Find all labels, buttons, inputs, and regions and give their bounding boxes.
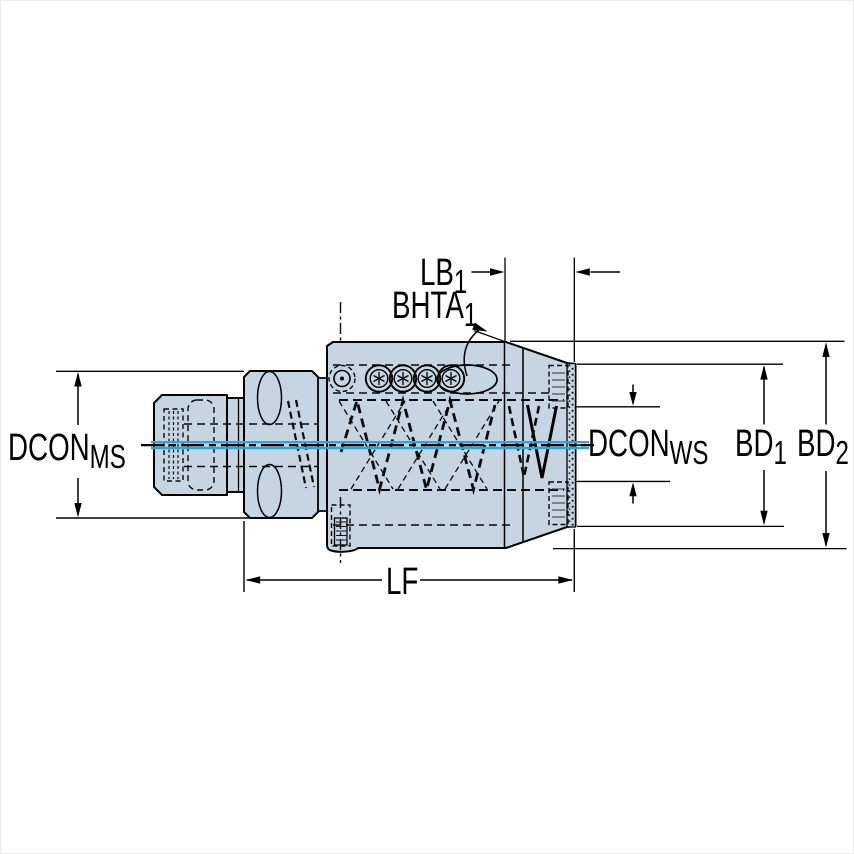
label-dcon-ms: DCONMS xyxy=(8,427,126,475)
label-dcon-ws: DCONWS xyxy=(588,423,709,471)
label-bd2: BD2 xyxy=(797,423,849,471)
label-lb1: LB1 xyxy=(420,252,468,300)
dimension-dcon-ws xyxy=(575,384,670,504)
label-lf: LF xyxy=(386,561,419,603)
flange-groove-bottom xyxy=(256,463,283,519)
screw-head-row xyxy=(328,364,498,395)
detail-ellipse xyxy=(436,364,498,395)
dimension-bd1 xyxy=(577,363,784,528)
label-bhta1: BHTA1 xyxy=(392,285,478,333)
dimension-lb1 xyxy=(471,257,620,362)
clamp-screw-bottom xyxy=(548,481,569,526)
label-bd1: BD1 xyxy=(735,423,787,471)
clamp-screw-top xyxy=(548,364,569,409)
dimension-lf xyxy=(243,521,575,592)
dimension-dcon-ms xyxy=(56,370,257,519)
dimension-bd2 xyxy=(510,340,847,550)
centerline xyxy=(141,441,594,450)
dimension-bhta1 xyxy=(463,322,506,377)
